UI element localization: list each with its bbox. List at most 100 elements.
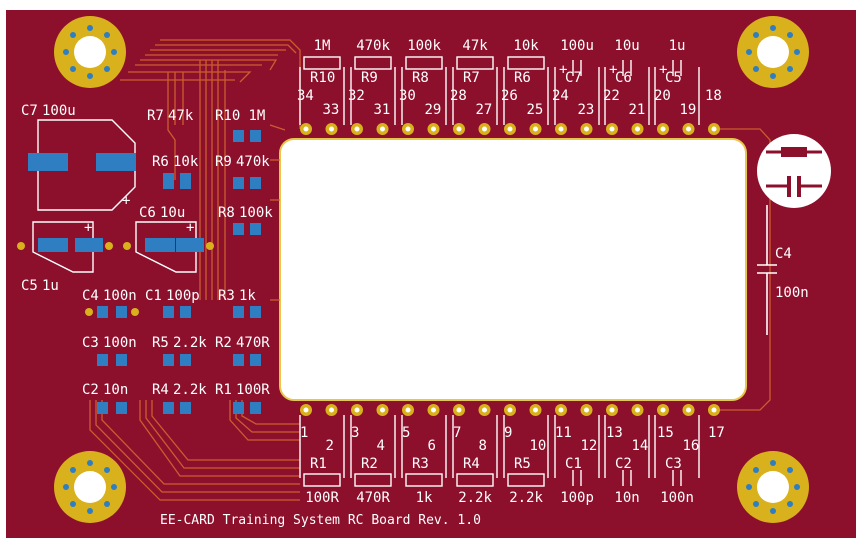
smd-pad	[97, 306, 108, 318]
resistor-body-outline	[507, 473, 545, 487]
smd-pad	[180, 177, 191, 189]
smd-pad	[233, 354, 244, 366]
pin-drill	[711, 126, 717, 132]
left-part-ref: C5	[21, 278, 38, 294]
pin-drill	[405, 126, 411, 132]
mounting-hole-top-right	[737, 16, 809, 88]
left-part-value: 1k	[239, 288, 256, 304]
left-part-ref: C4	[82, 288, 99, 304]
right-capacitor-c4	[757, 205, 777, 335]
bottom-pin-number: 12	[581, 438, 598, 454]
top-value-label: 10k	[513, 38, 539, 54]
smd-pad	[180, 402, 191, 414]
top-pin-number: 29	[425, 102, 442, 118]
left-part-value: 47k	[168, 108, 194, 124]
bottom-value-label: 100R	[305, 490, 339, 506]
top-pin-number: 27	[476, 102, 493, 118]
pin-drill	[303, 407, 309, 413]
resistor-body-outline	[456, 473, 494, 487]
pin-drill	[354, 407, 360, 413]
top-pin-number: 18	[705, 88, 722, 104]
bottom-value-label: 100p	[560, 490, 594, 506]
bottom-value-label: 2.2k	[509, 490, 543, 506]
top-ref-label: R10	[310, 70, 335, 86]
top-ref-label: C6	[615, 70, 632, 86]
pin-drill	[380, 126, 385, 132]
smd-pad	[163, 306, 174, 318]
top-pin-number: 21	[629, 102, 646, 118]
left-part-value: 100u	[42, 103, 76, 119]
top-pin-number: 23	[578, 102, 595, 118]
silkscreen-labels: 1MR10470kR9100kR847kR710kR6100uC7+10uC6+…	[21, 38, 725, 506]
smd-pad	[96, 153, 136, 171]
bottom-value-label: 470R	[356, 490, 390, 506]
pin-drill	[635, 126, 640, 132]
top-pin-number: 24	[552, 88, 569, 104]
via	[131, 308, 139, 316]
left-part-ref: R10	[215, 108, 240, 124]
bottom-ref-label: C2	[615, 456, 632, 472]
component-outlines	[299, 56, 700, 487]
left-part-value: 2.2k	[173, 335, 207, 351]
pin-drill	[609, 126, 615, 132]
left-part-value: 1M	[249, 108, 266, 124]
smd-pad	[97, 354, 108, 366]
top-pin-number: 28	[450, 88, 467, 104]
capacitor-outline	[604, 415, 650, 486]
resistor-body-outline	[303, 56, 341, 70]
component-outline	[452, 415, 498, 478]
component-pads	[28, 130, 261, 414]
bottom-pin-number: 11	[555, 425, 572, 441]
top-value-label: 47k	[462, 38, 488, 54]
top-pin-number: 30	[399, 88, 416, 104]
smd-pad	[233, 130, 244, 142]
bottom-pin-number: 6	[428, 438, 436, 454]
top-value-label: 1M	[314, 38, 331, 54]
top-pin-number: 34	[297, 88, 314, 104]
smd-pad	[28, 153, 68, 171]
via	[17, 242, 25, 250]
capacitor-outline	[604, 60, 650, 125]
left-part-ref: R1	[215, 382, 232, 398]
left-part-value: 1u	[42, 278, 59, 294]
bottom-pin-number: 1	[300, 425, 308, 441]
left-part-ref: R3	[218, 288, 235, 304]
smd-pad	[163, 354, 174, 366]
pin-drill	[303, 126, 309, 132]
bottom-pin-number: 8	[479, 438, 487, 454]
pin-drill	[482, 126, 487, 132]
top-value-label: 1u	[669, 38, 686, 54]
bottom-pin-number: 15	[657, 425, 674, 441]
component-outline	[299, 415, 345, 478]
pin-drill	[533, 407, 538, 413]
top-value-label: 100u	[560, 38, 594, 54]
resistor-body-outline	[303, 473, 341, 487]
left-part-ref: R6	[152, 154, 169, 170]
smd-pad	[116, 306, 127, 318]
resistor-body-outline	[405, 56, 443, 70]
smd-pad	[250, 402, 261, 414]
smd-pad	[163, 177, 174, 189]
pin-drill	[456, 407, 462, 413]
pin-drill	[533, 126, 538, 132]
component-outline	[503, 415, 549, 478]
bottom-pin-number: 4	[377, 438, 385, 454]
smd-pad	[250, 306, 261, 318]
smd-pad	[163, 402, 174, 414]
bottom-pin-number: 2	[326, 438, 334, 454]
bottom-pin-number: 13	[606, 425, 623, 441]
bottom-pin-number: 17	[708, 425, 725, 441]
via	[206, 242, 214, 250]
left-part-ref: R4	[152, 382, 169, 398]
bottom-value-label: 2.2k	[458, 490, 492, 506]
smd-pad	[233, 177, 244, 189]
c7-outline	[37, 119, 136, 211]
smd-pad	[250, 177, 261, 189]
component-outline	[401, 67, 447, 125]
component-outline	[503, 67, 549, 125]
left-part-ref: C1	[145, 288, 162, 304]
left-part-ref: R9	[215, 154, 232, 170]
pin-drill	[558, 407, 564, 413]
pin-drill	[482, 407, 487, 413]
bottom-pin-number: 9	[504, 425, 512, 441]
